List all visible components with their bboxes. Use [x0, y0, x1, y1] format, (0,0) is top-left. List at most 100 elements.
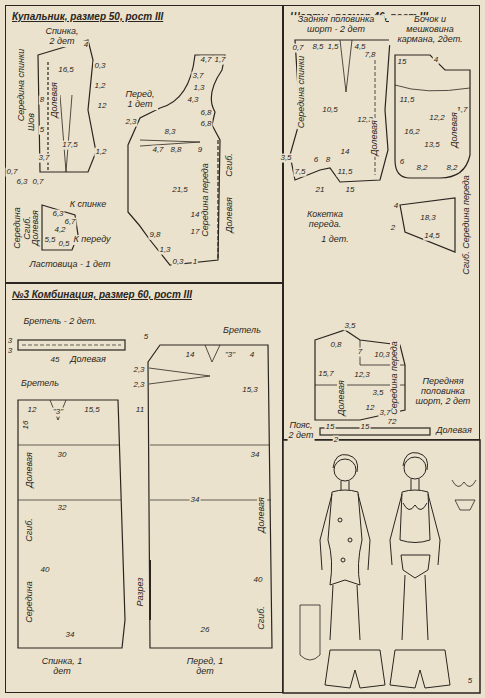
- shorts-front-piece: [315, 330, 405, 420]
- part-name: Середина спинки: [297, 55, 307, 130]
- fashion-figure: [320, 455, 370, 640]
- dimension: 0,8: [329, 341, 342, 350]
- dimension: 40: [40, 566, 51, 575]
- dimension: 34: [65, 631, 76, 640]
- slip-back-piece: [18, 400, 125, 648]
- fashion-figure: [390, 453, 440, 640]
- grain-line: [375, 60, 376, 175]
- part-name: Долевая: [31, 209, 41, 247]
- part-name: Середина переда: [390, 340, 400, 416]
- part-name: Шов: [27, 112, 37, 132]
- dimension: 26: [200, 626, 211, 635]
- dimension: 15: [345, 186, 356, 195]
- dimension: 15: [325, 423, 336, 432]
- belt-piece: [320, 428, 430, 435]
- dimension: 2: [390, 224, 396, 233]
- dimension: 7: [357, 348, 363, 357]
- dimension: 15,7: [317, 370, 335, 379]
- dimension: 11,5: [337, 168, 354, 177]
- dimension: 1,2: [94, 148, 107, 157]
- pocket-line: [395, 85, 470, 91]
- dart: [149, 368, 210, 384]
- dimension: 8: [39, 96, 45, 105]
- yoke-piece: [400, 198, 455, 252]
- dimension: 13,5: [423, 141, 441, 150]
- dimension: 2,3: [132, 366, 145, 375]
- part-name: Разрез: [136, 576, 146, 607]
- dimension: 32: [57, 504, 68, 513]
- shorts-back-piece: [290, 40, 390, 182]
- part-name: Пояс,: [288, 421, 313, 431]
- dimension: 3: [7, 347, 13, 356]
- dimension: 7,8: [363, 51, 376, 60]
- level-line: [150, 445, 271, 500]
- dimension: 21: [315, 186, 326, 195]
- dimension: 14: [340, 148, 351, 157]
- dimension: 18,3: [419, 214, 437, 223]
- part-name: Долевая: [25, 451, 35, 489]
- part-name: 1 дет.: [320, 235, 349, 245]
- dimension: 12: [27, 406, 38, 415]
- dimension: 5,5: [43, 236, 56, 245]
- dimension: 11,5: [399, 96, 416, 105]
- part-name: Бретель: [20, 379, 60, 389]
- dimension: 1,3: [192, 84, 205, 93]
- dimension: 2,3: [132, 381, 145, 390]
- dimension: 6,8: [199, 109, 212, 118]
- part-name: К спинке: [69, 200, 107, 210]
- fold-line: [217, 140, 218, 260]
- part-name: Бретель - 2 дет.: [22, 317, 97, 327]
- dimension: 16,5: [57, 66, 75, 75]
- illustration-frame: [283, 440, 480, 693]
- part-name: Кокетка переда.: [289, 210, 361, 230]
- strap-piece: [18, 340, 125, 350]
- part-name: Спинка, 1 дет: [36, 657, 88, 677]
- dimension: 16: [22, 420, 31, 431]
- slit-mark: [149, 560, 151, 620]
- part-name: Спинка, 2 дет: [41, 27, 83, 47]
- dimension: 4: [249, 351, 255, 360]
- dimension: 2,3: [124, 118, 137, 127]
- dimension: 40: [253, 576, 264, 585]
- dimension: 72: [387, 418, 398, 427]
- part-name: Сгиб. Середина переда: [462, 174, 472, 276]
- dimension: 8,5: [311, 43, 324, 52]
- dimension: 4,3: [186, 96, 199, 105]
- dimension: 0,7: [5, 168, 18, 177]
- part-name: Сгиб.: [225, 152, 235, 178]
- dart: [340, 40, 352, 92]
- dimension: 14: [185, 351, 196, 360]
- part-name: Середина переда: [201, 162, 211, 238]
- dimension: 1,2: [93, 82, 106, 91]
- dimension: 8,2: [445, 164, 458, 173]
- part-name: Середина спинки: [17, 48, 27, 123]
- dimension: 14: [190, 211, 201, 220]
- front-piece: [128, 55, 225, 265]
- dimension: 0,3: [171, 258, 184, 267]
- dimension: 9,8: [148, 231, 161, 240]
- dimension: 17,5: [61, 141, 79, 150]
- level-line: [18, 445, 121, 500]
- dart: [60, 95, 72, 172]
- dimension: 4,2: [53, 226, 66, 235]
- shorts-sketch: [325, 650, 385, 688]
- dimension: "3": [224, 351, 236, 360]
- dimension: 30: [57, 451, 68, 460]
- part-name: Передняя половинка шорт, 2 дет: [407, 377, 479, 407]
- dart: [205, 345, 220, 362]
- dimension: 7,5: [293, 168, 306, 177]
- dimension: 12: [365, 404, 376, 413]
- dimension: 4: [433, 56, 439, 65]
- dimension: 3,5: [343, 322, 356, 331]
- dimension: 4: [393, 202, 399, 211]
- dimension: 15: [397, 58, 408, 67]
- dimension: 3,5: [371, 389, 384, 398]
- part-name: Бочок и мешковина кармана, 2дет.: [389, 15, 471, 45]
- slip-front-piece: [148, 345, 272, 648]
- dimension: 6: [313, 156, 319, 165]
- part-name: Долевая: [435, 426, 473, 436]
- part-name: Задняя половинка шорт - 2 дет: [288, 15, 385, 35]
- dimension: 12,3: [353, 371, 371, 380]
- back-view-sketch: [300, 605, 320, 660]
- part-name: Долевая: [337, 379, 347, 417]
